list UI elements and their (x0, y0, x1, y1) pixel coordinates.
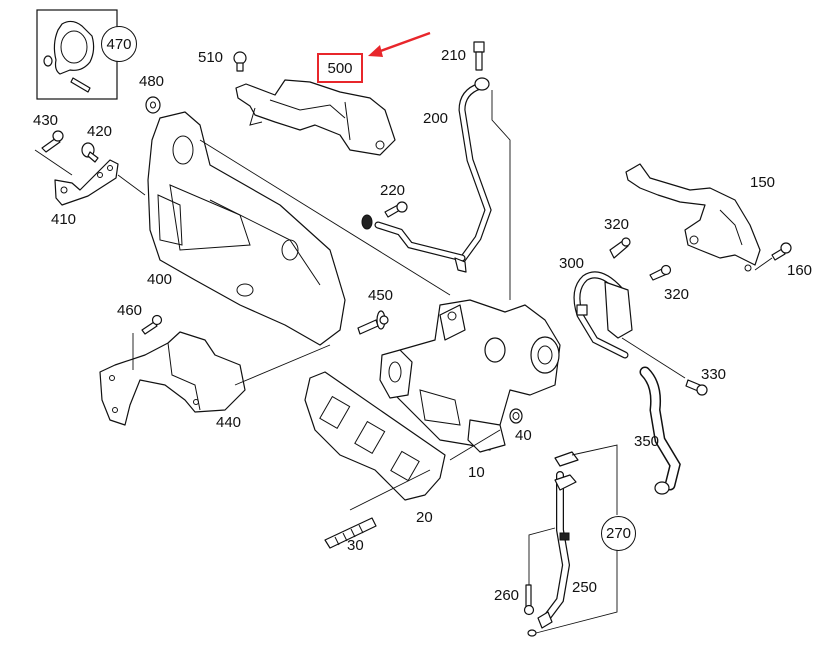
gasket-kit-470-box (36, 9, 118, 100)
kit-callout-470[interactable]: 470 (101, 26, 137, 62)
part-label-500: 500 (327, 59, 353, 77)
callout-400[interactable]: 400 (147, 271, 173, 288)
bolt-450 (357, 310, 389, 335)
callout-30[interactable]: 30 (347, 537, 364, 554)
kit-callout-270[interactable]: 270 (601, 516, 636, 551)
callout-430[interactable]: 430 (33, 112, 59, 129)
callout-350[interactable]: 350 (634, 433, 660, 450)
callout-330[interactable]: 330 (701, 366, 727, 383)
callout-440[interactable]: 440 (216, 414, 242, 431)
washer-480 (145, 96, 161, 114)
bolt-260 (523, 527, 556, 616)
callout-40[interactable]: 40 (515, 427, 532, 444)
callout-410[interactable]: 410 (51, 211, 77, 228)
callout-460[interactable]: 460 (117, 302, 143, 319)
kit-270-bracket (535, 444, 618, 634)
callout-320-lower[interactable]: 320 (664, 286, 690, 303)
callout-450[interactable]: 450 (368, 287, 394, 304)
callout-260[interactable]: 260 (494, 587, 520, 604)
kit-label-270: 270 (605, 525, 632, 542)
bolt-210 (473, 41, 485, 71)
bracket-150 (625, 163, 773, 272)
stud-40 (509, 408, 523, 424)
callout-250[interactable]: 250 (572, 579, 598, 596)
callout-150[interactable]: 150 (750, 174, 776, 191)
turbocharger-10 (379, 299, 561, 453)
highlighted-part-500[interactable]: 500 (317, 53, 363, 83)
callout-20[interactable]: 20 (416, 509, 433, 526)
bolt-220 (384, 201, 408, 218)
nut-420 (81, 142, 99, 163)
oil-return-line-250 (527, 451, 579, 637)
heat-shield-500 (235, 79, 396, 156)
callout-420[interactable]: 420 (87, 123, 113, 140)
stud-30 (324, 517, 377, 549)
bolt-430 (41, 130, 64, 153)
callout-220[interactable]: 220 (380, 182, 406, 199)
callout-480[interactable]: 480 (139, 73, 165, 90)
catalytic-converter-400 (147, 111, 451, 346)
bolt-330 (685, 379, 708, 396)
callout-300[interactable]: 300 (559, 255, 585, 272)
support-bracket-440 (99, 331, 331, 426)
bolt-510 (233, 51, 247, 72)
bolt-160 (771, 242, 792, 261)
oil-line-300 (573, 271, 686, 379)
banjo-bolt-320a (609, 237, 631, 259)
callout-210[interactable]: 210 (441, 47, 467, 64)
banjo-bolt-320b (649, 264, 672, 281)
bolt-460 (141, 314, 163, 335)
callout-320-upper[interactable]: 320 (604, 216, 630, 233)
bracket-410 (34, 149, 146, 206)
callout-10[interactable]: 10 (468, 464, 485, 481)
coolant-hose-350 (639, 366, 681, 495)
callout-200[interactable]: 200 (423, 110, 449, 127)
kit-label-470: 470 (106, 35, 132, 53)
oil-pipe-200 (361, 77, 511, 300)
callout-510[interactable]: 510 (198, 49, 224, 66)
manifold-gasket-20 (304, 371, 501, 511)
highlight-arrow (368, 31, 431, 57)
callout-160[interactable]: 160 (787, 262, 813, 279)
